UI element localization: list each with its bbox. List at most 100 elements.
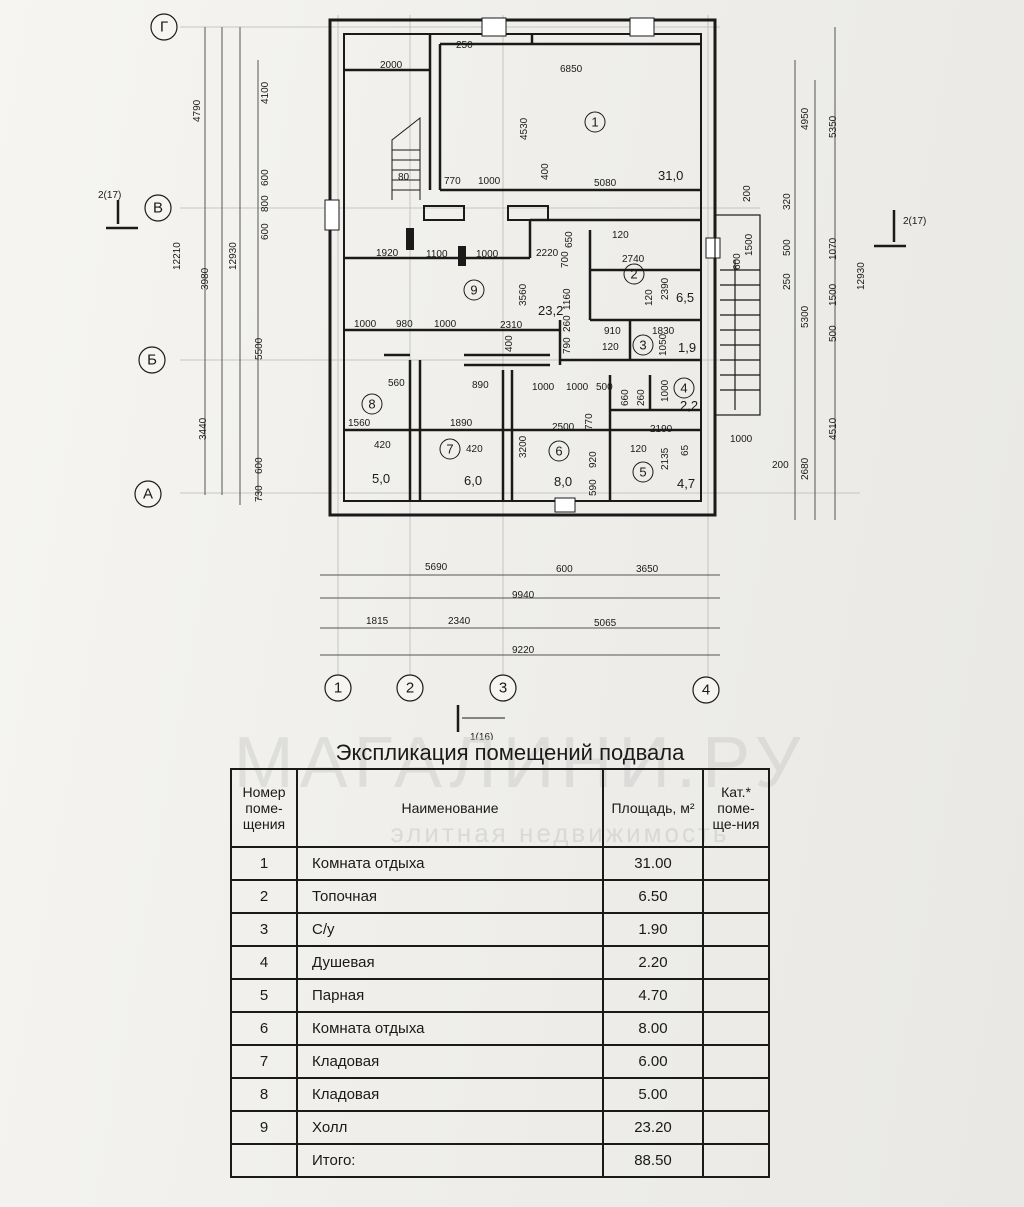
cell-cat <box>702 1077 770 1112</box>
dim-inner: 770 <box>444 176 461 187</box>
explication-table: Номер поме-щения Наименование Площадь, м… <box>230 768 770 1178</box>
dim-inner: 400 <box>504 335 515 352</box>
header-category: Кат.* поме-ще-ния <box>702 768 770 848</box>
explication-title: Экспликация помещений подвала <box>335 740 685 765</box>
room-number: 8 <box>368 397 375 412</box>
dim-inner: 420 <box>466 444 483 455</box>
cell-num: 6 <box>230 1011 298 1046</box>
room-number: 2 <box>630 267 637 282</box>
section-mark-left: 2(17) <box>98 190 121 201</box>
dim-inner: 560 <box>388 378 405 389</box>
cell-num: 2 <box>230 879 298 914</box>
dim-inner: 1000 <box>354 319 377 330</box>
total-label: Итого: <box>296 1143 604 1178</box>
dim-inner: 590 <box>588 479 599 496</box>
cell-area: 6.00 <box>602 1044 704 1079</box>
dim-inner: 700 <box>560 251 571 268</box>
cell-num: 8 <box>230 1077 298 1112</box>
room-area: 4,7 <box>677 476 695 491</box>
dim-inner: 400 <box>540 163 551 180</box>
dim-left: 3440 <box>198 417 209 440</box>
dim-inner: 80 <box>398 172 410 183</box>
table-header-row: Номер поме-щения Наименование Площадь, м… <box>230 768 770 848</box>
axis-label-v: В <box>153 200 163 217</box>
dim-bottom: 600 <box>556 564 573 575</box>
dim-inner: 4530 <box>519 117 530 140</box>
dim-right: 500 <box>828 325 839 342</box>
cell-cat <box>702 1011 770 1046</box>
dim-inner: 890 <box>472 380 489 391</box>
dim-inner: 6850 <box>560 64 583 75</box>
dim-right: 1500 <box>744 233 755 256</box>
dim-left: 12930 <box>228 242 239 270</box>
axis-label-1: 1 <box>334 680 342 697</box>
dim-left: 12210 <box>172 242 183 270</box>
dim-inner: 600 <box>732 253 743 270</box>
dim-inner: 660 <box>620 389 631 406</box>
dim-inner: 1000 <box>476 249 499 260</box>
axis-label-b: Б <box>147 352 157 369</box>
dim-right: 2680 <box>800 457 811 480</box>
dim-bottom: 5690 <box>425 562 448 573</box>
dim-inner: 2740 <box>622 254 645 265</box>
cell-cat <box>702 1044 770 1079</box>
dim-right: 500 <box>782 239 793 256</box>
dim-inner: 2135 <box>660 447 671 470</box>
dim-right: 4950 <box>800 107 811 130</box>
dim-inner: 120 <box>630 444 647 455</box>
axis-label-3: 3 <box>499 680 507 697</box>
cell-cat <box>702 1110 770 1145</box>
dim-inner: 980 <box>396 319 413 330</box>
dim-inner: 65 <box>680 444 691 456</box>
total-area: 88.50 <box>602 1143 704 1178</box>
dim-left: 600 <box>260 223 271 240</box>
dim-inner: 2310 <box>500 320 523 331</box>
dim-bottom: 9940 <box>512 590 535 601</box>
dim-inner: 120 <box>602 342 619 353</box>
dim-inner: 790 <box>562 337 573 354</box>
dim-left: 5500 <box>254 337 265 360</box>
dim-inner: 1000 <box>478 176 501 187</box>
dim-inner: 2220 <box>536 248 559 259</box>
header-room-number: Номер поме-щения <box>230 768 298 848</box>
dim-inner: 1000 <box>566 382 589 393</box>
table-total-row: Итого:88.50 <box>230 1143 770 1178</box>
dim-bottom: 3650 <box>636 564 659 575</box>
dim-bottom: 1815 <box>366 616 389 627</box>
dim-right: 1500 <box>828 283 839 306</box>
cell-area: 6.50 <box>602 879 704 914</box>
room-area: 8,0 <box>554 474 572 489</box>
dim-inner: 260 <box>636 389 647 406</box>
cell-area: 8.00 <box>602 1011 704 1046</box>
dim-right: 4510 <box>828 417 839 440</box>
dim-inner: 2000 <box>380 60 403 71</box>
dim-left: 4790 <box>192 99 203 122</box>
room-number: 1 <box>591 115 598 130</box>
dim-right: 5350 <box>828 115 839 138</box>
room-number: 6 <box>555 444 562 459</box>
dim-inner: 250 <box>456 40 473 51</box>
dim-inner: 5080 <box>594 178 617 189</box>
cell-cat <box>702 1143 770 1178</box>
cell-area: 4.70 <box>602 978 704 1013</box>
dim-inner: 2190 <box>650 424 673 435</box>
dim-inner: 1000 <box>660 379 671 402</box>
cell-cat <box>702 945 770 980</box>
dim-inner: 120 <box>612 230 629 241</box>
room-area: 6,0 <box>464 473 482 488</box>
dim-right: 1070 <box>828 237 839 260</box>
cell-name: Парная <box>296 978 604 1013</box>
cell-name: Холл <box>296 1110 604 1145</box>
dim-left: 730 <box>254 485 265 502</box>
cell-num: 7 <box>230 1044 298 1079</box>
cell-num: 4 <box>230 945 298 980</box>
dim-inner: 1890 <box>450 418 473 429</box>
dim-inner: 650 <box>564 231 575 248</box>
dim-inner: 1000 <box>532 382 555 393</box>
header-area: Площадь, м² <box>602 768 704 848</box>
cell-area: 31.00 <box>602 846 704 881</box>
